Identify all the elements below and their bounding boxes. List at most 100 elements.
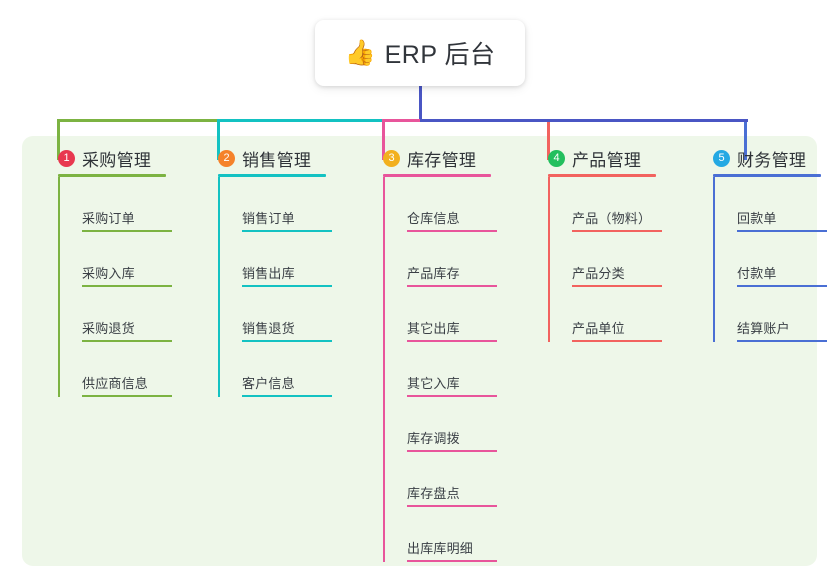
branch-number-badge-5: 5	[713, 149, 730, 167]
branch-item-label: 产品（物料）	[572, 211, 652, 226]
branch-connector-vertical-2	[217, 119, 220, 160]
branch-item[interactable]: 库存盘点	[407, 452, 525, 507]
branch-item-underline	[242, 340, 332, 342]
branch-items-3: 仓库信息产品库存其它出库其它入库库存调拨库存盘点出库库明细	[383, 177, 525, 562]
branch-item[interactable]: 结算账户	[737, 287, 839, 342]
branch-item-label: 采购订单	[82, 211, 135, 226]
branch-item-underline	[407, 230, 497, 232]
branch-item-label: 库存调拨	[407, 431, 460, 446]
branch-item-underline	[82, 230, 172, 232]
branch-item-label: 产品库存	[407, 266, 460, 281]
branch-number-badge-1: 1	[58, 149, 75, 167]
branch-item-underline	[242, 230, 332, 232]
branch-header-5[interactable]: 5 财务管理	[695, 146, 839, 170]
branch-item[interactable]: 销售出库	[242, 232, 360, 287]
branch-item-underline	[737, 340, 827, 342]
branch-connector-vertical-4	[547, 119, 550, 160]
branch-column-3: 3 库存管理仓库信息产品库存其它出库其它入库库存调拨库存盘点出库库明细	[365, 146, 525, 562]
branch-item[interactable]: 其它出库	[407, 287, 525, 342]
branch-underline-3	[383, 174, 491, 177]
root-connector-vertical	[419, 86, 422, 122]
branch-item-underline	[242, 285, 332, 287]
branch-item-underline	[737, 230, 827, 232]
branch-item[interactable]: 产品单位	[572, 287, 690, 342]
branch-item-underline	[407, 450, 497, 452]
branch-item-underline	[407, 395, 497, 397]
branch-title-4: 产品管理	[572, 150, 642, 170]
branch-item-label: 供应商信息	[82, 376, 149, 391]
branch-item-label: 产品单位	[572, 321, 625, 336]
branch-item[interactable]: 其它入库	[407, 342, 525, 397]
branch-items-4: 产品（物料） 产品分类产品单位	[548, 177, 690, 342]
thumbs-up-icon: 👍	[344, 38, 376, 67]
branch-item-label: 其它出库	[407, 321, 460, 336]
branch-item-underline	[82, 285, 172, 287]
branch-item-underline	[407, 505, 497, 507]
branch-item[interactable]: 出库库明细	[407, 507, 525, 562]
branch-item-label: 采购退货	[82, 321, 135, 336]
branch-item-label: 其它入库	[407, 376, 460, 391]
branch-item-label: 回款单	[737, 211, 777, 226]
branch-connector-vertical-1	[57, 119, 60, 160]
branch-spine-3	[383, 177, 385, 562]
branch-header-2[interactable]: 2 销售管理	[200, 146, 360, 170]
branch-spine-4	[548, 177, 550, 342]
branch-underline-2	[218, 174, 326, 177]
branch-item-underline	[82, 395, 172, 397]
branch-title-2: 销售管理	[242, 150, 312, 170]
branch-item[interactable]: 产品库存	[407, 232, 525, 287]
branch-spine-2	[218, 177, 220, 397]
branch-item-label: 销售出库	[242, 266, 295, 281]
branch-title-3: 库存管理	[407, 150, 477, 170]
branch-item-underline	[407, 285, 497, 287]
branch-column-4: 4 产品管理产品（物料） 产品分类产品单位	[530, 146, 690, 342]
branch-item-underline	[242, 395, 332, 397]
branch-item-underline	[572, 230, 662, 232]
branch-connector-vertical-5	[744, 119, 747, 160]
branch-item[interactable]: 仓库信息	[407, 177, 525, 232]
branch-number-badge-2: 2	[218, 149, 235, 167]
branch-header-4[interactable]: 4 产品管理	[530, 146, 690, 170]
branch-item-label: 客户信息	[242, 376, 295, 391]
root-node-title: ERP 后台	[384, 41, 496, 69]
root-node-content: 👍 ERP 后台	[344, 35, 495, 71]
bus-segment-1	[58, 119, 218, 122]
branch-title-5: 财务管理	[737, 150, 807, 170]
branch-item-underline	[737, 285, 827, 287]
root-node-card[interactable]: 👍 ERP 后台	[315, 20, 525, 86]
branch-item[interactable]: 产品分类	[572, 232, 690, 287]
branch-item[interactable]: 库存调拨	[407, 397, 525, 452]
branch-column-1: 1 采购管理采购订单采购入库采购退货供应商信息	[40, 146, 200, 397]
branch-items-1: 采购订单采购入库采购退货供应商信息	[58, 177, 200, 397]
branch-underline-5	[713, 174, 821, 177]
bus-segment-root-right	[420, 119, 748, 122]
branch-item-underline	[572, 285, 662, 287]
branch-item[interactable]: 客户信息	[242, 342, 360, 397]
branch-number-badge-3: 3	[383, 149, 400, 167]
branch-item[interactable]: 采购订单	[82, 177, 200, 232]
branch-item[interactable]: 供应商信息	[82, 342, 200, 397]
bus-segment-2	[218, 119, 383, 122]
branch-column-2: 2 销售管理销售订单销售出库销售退货客户信息	[200, 146, 360, 397]
branch-header-1[interactable]: 1 采购管理	[40, 146, 200, 170]
branch-item-underline	[407, 340, 497, 342]
branch-number-badge-4: 4	[548, 149, 565, 167]
branch-underline-1	[58, 174, 166, 177]
branch-spine-1	[58, 177, 60, 397]
branch-item[interactable]: 采购退货	[82, 287, 200, 342]
branch-items-5: 回款单付款单结算账户	[713, 177, 839, 342]
branch-item[interactable]: 采购入库	[82, 232, 200, 287]
branch-item[interactable]: 付款单	[737, 232, 839, 287]
branch-item-underline	[407, 560, 497, 562]
branch-item-underline	[82, 340, 172, 342]
branch-item-underline	[572, 340, 662, 342]
branch-item[interactable]: 销售订单	[242, 177, 360, 232]
branch-header-3[interactable]: 3 库存管理	[365, 146, 525, 170]
branch-title-1: 采购管理	[82, 150, 152, 170]
branch-item[interactable]: 产品（物料）	[572, 177, 690, 232]
branch-connector-vertical-3	[382, 119, 385, 160]
branch-item[interactable]: 回款单	[737, 177, 839, 232]
branch-item-label: 销售订单	[242, 211, 295, 226]
branch-item[interactable]: 销售退货	[242, 287, 360, 342]
branch-column-5: 5 财务管理回款单付款单结算账户	[695, 146, 839, 342]
